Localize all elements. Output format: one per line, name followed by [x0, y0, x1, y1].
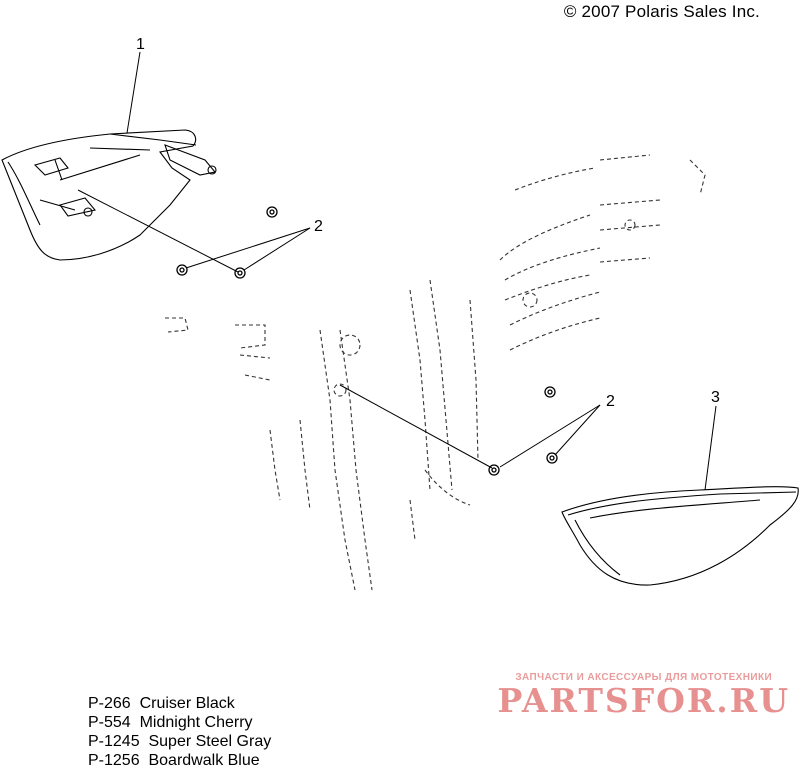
- copyright-notice: © 2007 Polaris Sales Inc.: [563, 2, 760, 21]
- callout-2-lower: 2: [606, 393, 615, 410]
- color-code: P-554: [88, 714, 131, 731]
- part-1-side-panel: [1, 129, 217, 261]
- color-name: Super Steel Gray: [148, 733, 272, 750]
- color-code: P-1245: [88, 733, 140, 750]
- color-row: P-266 Cruiser Black: [88, 694, 271, 713]
- watermark-brand: PARTSFOR.RU: [497, 681, 790, 720]
- part-3-side-panel: [561, 486, 799, 586]
- color-code-list: P-266 Cruiser Black P-554 Midnight Cherr…: [88, 694, 271, 770]
- frame-background: [165, 154, 706, 591]
- leader-lines: [77, 51, 717, 491]
- color-name: Cruiser Black: [139, 695, 235, 712]
- color-code: P-266: [88, 695, 131, 712]
- color-code: P-1256: [88, 752, 140, 769]
- watermark: ЗАПЧАСТИ И АКСЕССУАРЫ ДЛЯ МОТОТЕХНИКИ PA…: [497, 672, 790, 719]
- color-name: Midnight Cherry: [139, 714, 253, 731]
- color-row: P-1256 Boardwalk Blue: [88, 751, 271, 770]
- callout-1: 1: [136, 36, 145, 53]
- color-row: P-1245 Super Steel Gray: [88, 732, 271, 751]
- watermark-tagline: ЗАПЧАСТИ И АКСЕССУАРЫ ДЛЯ МОТОТЕХНИКИ: [515, 672, 773, 683]
- fasteners-2: [176, 206, 558, 476]
- callout-2-upper: 2: [314, 218, 323, 235]
- callout-3: 3: [711, 389, 720, 406]
- color-name: Boardwalk Blue: [148, 752, 260, 769]
- color-row: P-554 Midnight Cherry: [88, 713, 271, 732]
